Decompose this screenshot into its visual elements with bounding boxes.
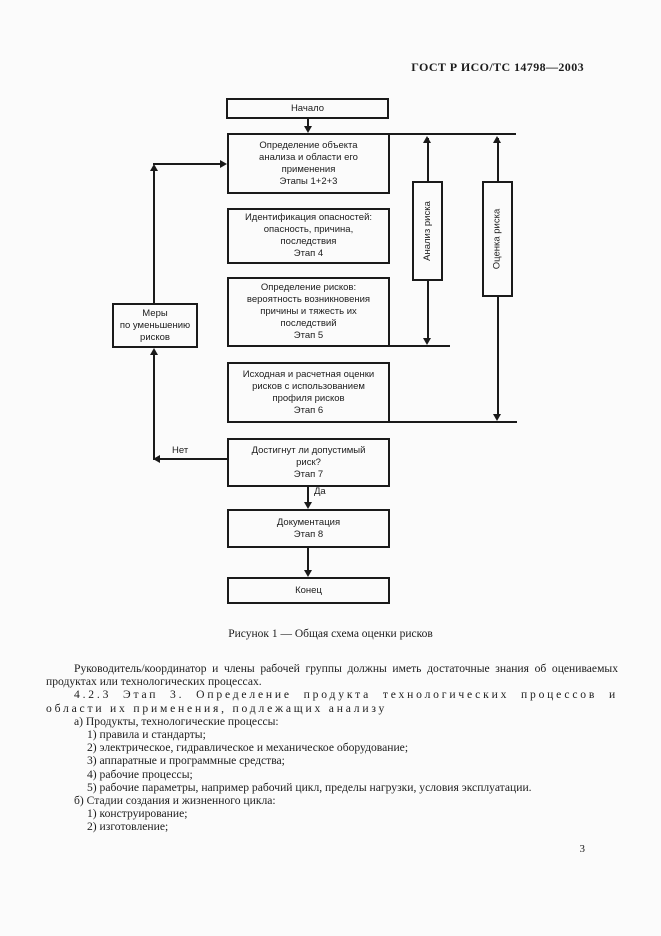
bar-risk-evaluation-label: Оценка риска	[491, 208, 503, 270]
node-documentation-step-8: Документация Этап 8	[227, 509, 390, 548]
line-top-horizontal	[389, 133, 516, 135]
list-item: 1) конструирование;	[87, 807, 188, 821]
heading-4-2-3: 4.2.3 Этап 3. Определение продукта техно…	[46, 688, 618, 715]
arrowhead-analysis-bottom	[423, 338, 431, 345]
line-documentation-to-end	[307, 548, 309, 572]
edge-label-yes: Да	[314, 486, 326, 497]
list-a-title: а) Продукты, технологические процессы:	[74, 714, 279, 728]
edge-label-no: Нет	[172, 445, 189, 456]
bar-risk-analysis: Анализ риска	[412, 181, 443, 281]
node-risk-estimation-step-6: Исходная и расчетная оценки рисков с исп…	[227, 362, 390, 423]
arrowhead-no-left	[153, 455, 160, 463]
line-measures-to-scope	[153, 163, 220, 165]
list-item: 2) электрическое, гидравлическое и механ…	[87, 741, 409, 755]
bar-risk-evaluation: Оценка риска	[482, 181, 513, 297]
line-start-to-scope	[307, 119, 309, 129]
node-risk-reduction-measures: Меры по уменьшению рисков	[112, 303, 198, 348]
line-step5-extension	[390, 345, 450, 347]
list-item: 1) правила и стандарты;	[87, 728, 206, 742]
arrowhead-evaluation-bottom	[493, 414, 501, 421]
node-hazard-identification-step-4: Идентификация опасностей: опасность, при…	[227, 208, 390, 264]
body-text: Руководитель/координатор и члены рабочей…	[46, 662, 618, 834]
node-end: Конец	[227, 577, 390, 604]
arrowhead-measures-corner	[150, 164, 158, 171]
arrowhead-into-end	[304, 570, 312, 577]
line-yes-vertical	[307, 487, 309, 504]
arrowhead-into-measures	[150, 348, 158, 355]
arrowhead-analysis-top	[423, 136, 431, 143]
line-step6-extension	[390, 421, 517, 423]
node-acceptable-risk-step-7: Достигнут ли допустимый риск? Этап 7	[227, 438, 390, 487]
line-no-vertical	[153, 354, 155, 460]
list-item: 3) аппаратные и программные средства;	[87, 754, 285, 768]
arrowhead-into-documentation	[304, 502, 312, 509]
arrowhead-into-scope	[220, 160, 227, 168]
arrowhead-evaluation-top	[493, 136, 501, 143]
list-item: 4) рабочие процессы;	[87, 767, 193, 781]
node-scope-steps-1-2-3: Определение объекта анализа и области ег…	[227, 133, 390, 194]
arrowhead-start-to-scope	[304, 126, 312, 133]
bar-risk-analysis-label: Анализ риска	[421, 201, 433, 261]
line-no-horizontal	[157, 458, 227, 460]
list-item: 5) рабочие параметры, например рабочий ц…	[87, 780, 532, 794]
page-number: 3	[579, 843, 586, 855]
line-measures-up	[153, 170, 155, 303]
node-start: Начало	[226, 98, 389, 119]
document-title: ГОСТ Р ИСО/ТС 14798—2003	[411, 60, 584, 74]
paragraph-knowledge-requirement: Руководитель/координатор и члены рабочей…	[46, 662, 618, 689]
list-item: 2) изготовление;	[87, 820, 169, 834]
list-b-title: б) Стадии создания и жизненного цикла:	[74, 794, 276, 808]
node-risk-determination-step-5: Определение рисков: вероятность возникно…	[227, 277, 390, 347]
figure-caption: Рисунок 1 — Общая схема оценки рисков	[228, 628, 433, 640]
